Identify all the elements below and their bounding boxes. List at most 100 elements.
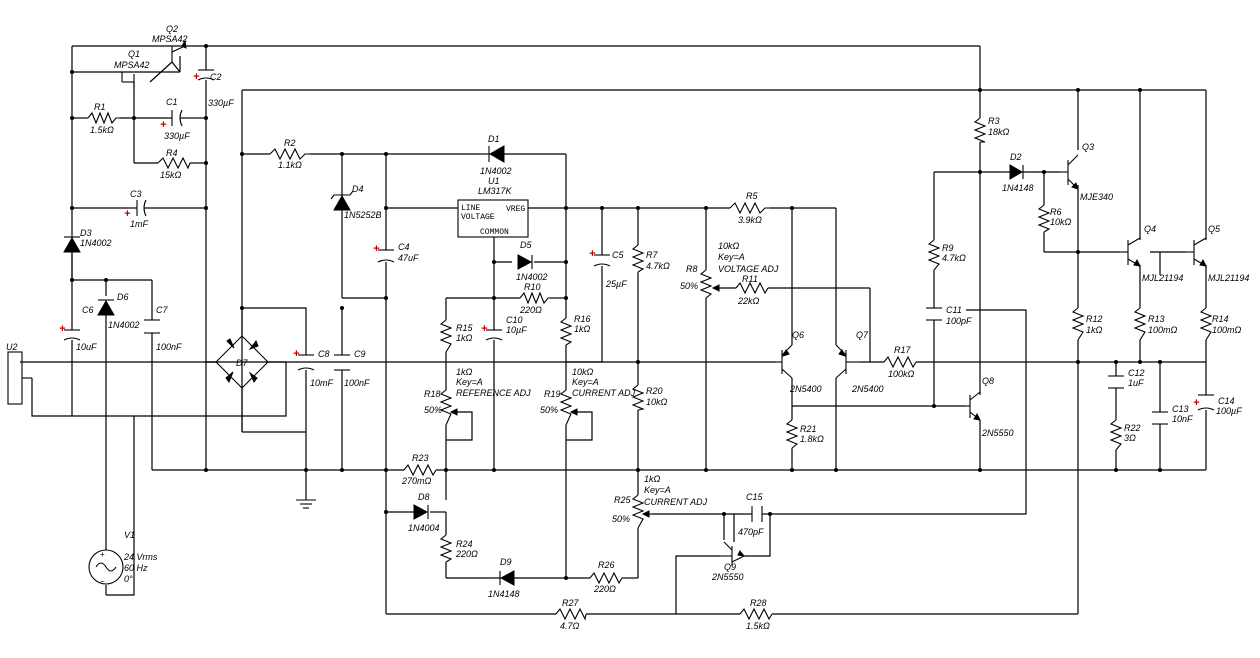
label-u1-vreg: VREG bbox=[506, 205, 525, 214]
label-r16-val: 1kΩ bbox=[574, 324, 591, 334]
label-q8: Q8 bbox=[982, 376, 994, 386]
label-c13: C13 bbox=[1172, 404, 1189, 414]
label-r18-pct: 50% bbox=[424, 405, 442, 415]
label-c3: C3 bbox=[130, 189, 142, 199]
label-r18-val: 1kΩ bbox=[456, 367, 473, 377]
svg-text:+: + bbox=[481, 323, 488, 335]
label-u1-line: LINE bbox=[461, 204, 480, 213]
label-u2: U2 bbox=[6, 342, 18, 352]
label-r11-val: 22kΩ bbox=[737, 296, 760, 306]
label-r21: R21 bbox=[800, 424, 817, 434]
diode-d1 bbox=[488, 145, 505, 163]
label-d1: D1 bbox=[488, 134, 500, 144]
label-r19-pct: 50% bbox=[540, 405, 558, 415]
label-d2-part: 1N4148 bbox=[1002, 183, 1034, 193]
label-c9: C9 bbox=[354, 349, 366, 359]
regulator-u1 bbox=[457, 199, 529, 238]
label-r6-val: 10kΩ bbox=[1050, 217, 1072, 227]
sources: + − bbox=[7, 351, 316, 586]
label-d6-part: 1N4002 bbox=[108, 320, 140, 330]
resistor-r14 bbox=[1199, 307, 1213, 341]
label-q2-part: MPSA42 bbox=[152, 34, 188, 44]
label-r20: R20 bbox=[646, 386, 663, 396]
label-d4: D4 bbox=[352, 184, 364, 194]
resistor-r27 bbox=[555, 607, 587, 621]
label-r9: R9 bbox=[942, 243, 954, 253]
label-r8: R8 bbox=[686, 264, 698, 274]
label-r26-val: 220Ω bbox=[593, 584, 616, 594]
label-r26: R26 bbox=[598, 560, 615, 570]
svg-text:+: + bbox=[160, 119, 167, 131]
resistor-r15 bbox=[439, 319, 453, 353]
label-d6: D6 bbox=[117, 292, 129, 302]
label-u1: U1 bbox=[488, 176, 500, 186]
label-q9-part: 2N5550 bbox=[711, 572, 744, 582]
label-r19-name: CURRENT ADJ bbox=[572, 388, 636, 398]
connector-u2 bbox=[7, 351, 23, 405]
label-q6: Q6 bbox=[792, 330, 804, 340]
label-r28: R28 bbox=[750, 598, 767, 608]
label-r19: R19 bbox=[544, 389, 561, 399]
label-r14-val: 100mΩ bbox=[1212, 325, 1242, 335]
label-r2-val: 1.1kΩ bbox=[278, 160, 302, 170]
svg-text:+: + bbox=[1193, 397, 1200, 409]
label-v1: V1 bbox=[124, 530, 135, 540]
label-r12: R12 bbox=[1086, 314, 1103, 324]
wires bbox=[20, 45, 1207, 615]
label-c1-val: 330µF bbox=[164, 131, 190, 141]
label-r23-val: 270mΩ bbox=[401, 476, 432, 486]
diode-d6 bbox=[97, 299, 115, 316]
label-q9: Q9 bbox=[724, 562, 736, 572]
label-r27-val: 4.7Ω bbox=[560, 621, 580, 631]
label-r10: R10 bbox=[524, 282, 541, 292]
label-c12: C12 bbox=[1128, 368, 1145, 378]
label-u1-voltage: VOLTAGE bbox=[461, 213, 495, 222]
resistor-r2 bbox=[269, 147, 310, 161]
resistor-r7 bbox=[631, 244, 645, 273]
resistor-r9 bbox=[927, 239, 941, 271]
label-c15-val: 470pF bbox=[738, 527, 764, 537]
label-d5-part: 1N4002 bbox=[516, 272, 548, 282]
resistor-r6 bbox=[1037, 204, 1051, 233]
svg-text:+: + bbox=[59, 323, 66, 335]
label-d3: D3 bbox=[80, 228, 92, 238]
label-q7-part: 2N5400 bbox=[851, 384, 884, 394]
label-r20-val: 10kΩ bbox=[646, 397, 668, 407]
svg-text:+: + bbox=[124, 208, 131, 220]
label-c8: C8 bbox=[318, 349, 330, 359]
diode-d3 bbox=[63, 236, 81, 253]
label-r15-val: 1kΩ bbox=[456, 333, 473, 343]
label-c10-val: 10µF bbox=[506, 325, 527, 335]
label-r13-val: 100mΩ bbox=[1148, 325, 1178, 335]
zener-d4 bbox=[333, 194, 351, 211]
resistor-r4 bbox=[157, 156, 191, 170]
svg-text:+: + bbox=[589, 248, 596, 260]
label-r22-val: 3Ω bbox=[1124, 433, 1136, 443]
transistors bbox=[121, 39, 1207, 566]
label-c4: C4 bbox=[398, 242, 410, 252]
label-v1-freq: 60 Hz bbox=[124, 563, 148, 573]
resistor-r17 bbox=[883, 355, 917, 369]
ac-source-v1 bbox=[88, 549, 124, 585]
label-r7-val: 4.7kΩ bbox=[646, 261, 670, 271]
label-r7: R7 bbox=[646, 250, 658, 260]
label-u1-common: COMMON bbox=[480, 228, 509, 237]
label-c13-val: 10nF bbox=[1172, 414, 1193, 424]
resistor-r26 bbox=[589, 571, 623, 585]
label-r24-val: 220Ω bbox=[455, 549, 478, 559]
diode-d5 bbox=[517, 254, 533, 270]
label-r3: R3 bbox=[988, 116, 1000, 126]
label-d9: D9 bbox=[500, 557, 512, 567]
label-r23: R23 bbox=[412, 453, 429, 463]
label-q5-part: MJL21194 bbox=[1208, 273, 1249, 283]
label-d4-part: 1N5252B bbox=[344, 210, 382, 220]
label-r13: R13 bbox=[1148, 314, 1165, 324]
label-c14: C14 bbox=[1218, 396, 1235, 406]
label-r5: R5 bbox=[746, 191, 758, 201]
label-c10: C10 bbox=[506, 315, 523, 325]
label-r15: R15 bbox=[456, 323, 474, 333]
label-r4: R4 bbox=[166, 148, 178, 158]
label-c5-val: 25µF bbox=[605, 279, 627, 289]
label-r28-val: 1.5kΩ bbox=[746, 621, 770, 631]
label-c3-val: 1mF bbox=[130, 219, 149, 229]
